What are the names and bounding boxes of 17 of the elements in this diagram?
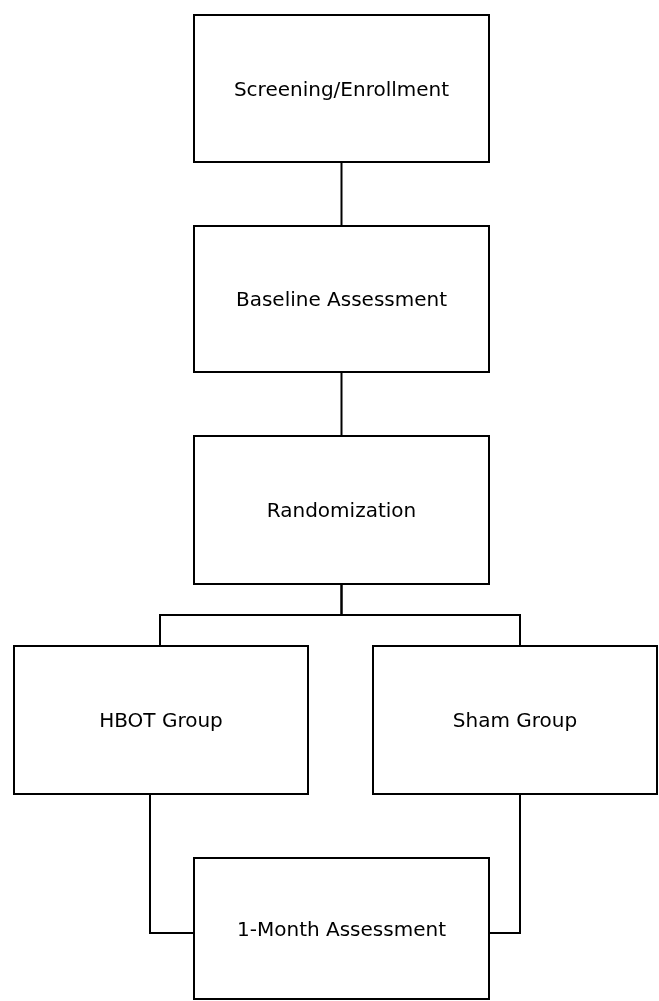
process-box (13, 645, 309, 795)
connector-line (149, 794, 194, 934)
box-label: Randomization (265, 498, 418, 522)
box-label: HBOT Group (98, 708, 224, 732)
connector-line (340, 162, 343, 226)
connector-line (489, 794, 521, 934)
connector-line (340, 372, 343, 436)
process-box (372, 645, 658, 795)
process-box (193, 225, 490, 373)
process-box (193, 14, 490, 163)
process-box (193, 435, 490, 585)
box-label: Sham Group (451, 708, 579, 732)
box-label: Screening/Enrollment (232, 76, 451, 101)
box-label: 1-Month Assessment (236, 916, 447, 941)
connector-line (340, 584, 521, 646)
process-box (193, 857, 490, 1000)
box-label: Baseline Assessment (234, 287, 449, 311)
